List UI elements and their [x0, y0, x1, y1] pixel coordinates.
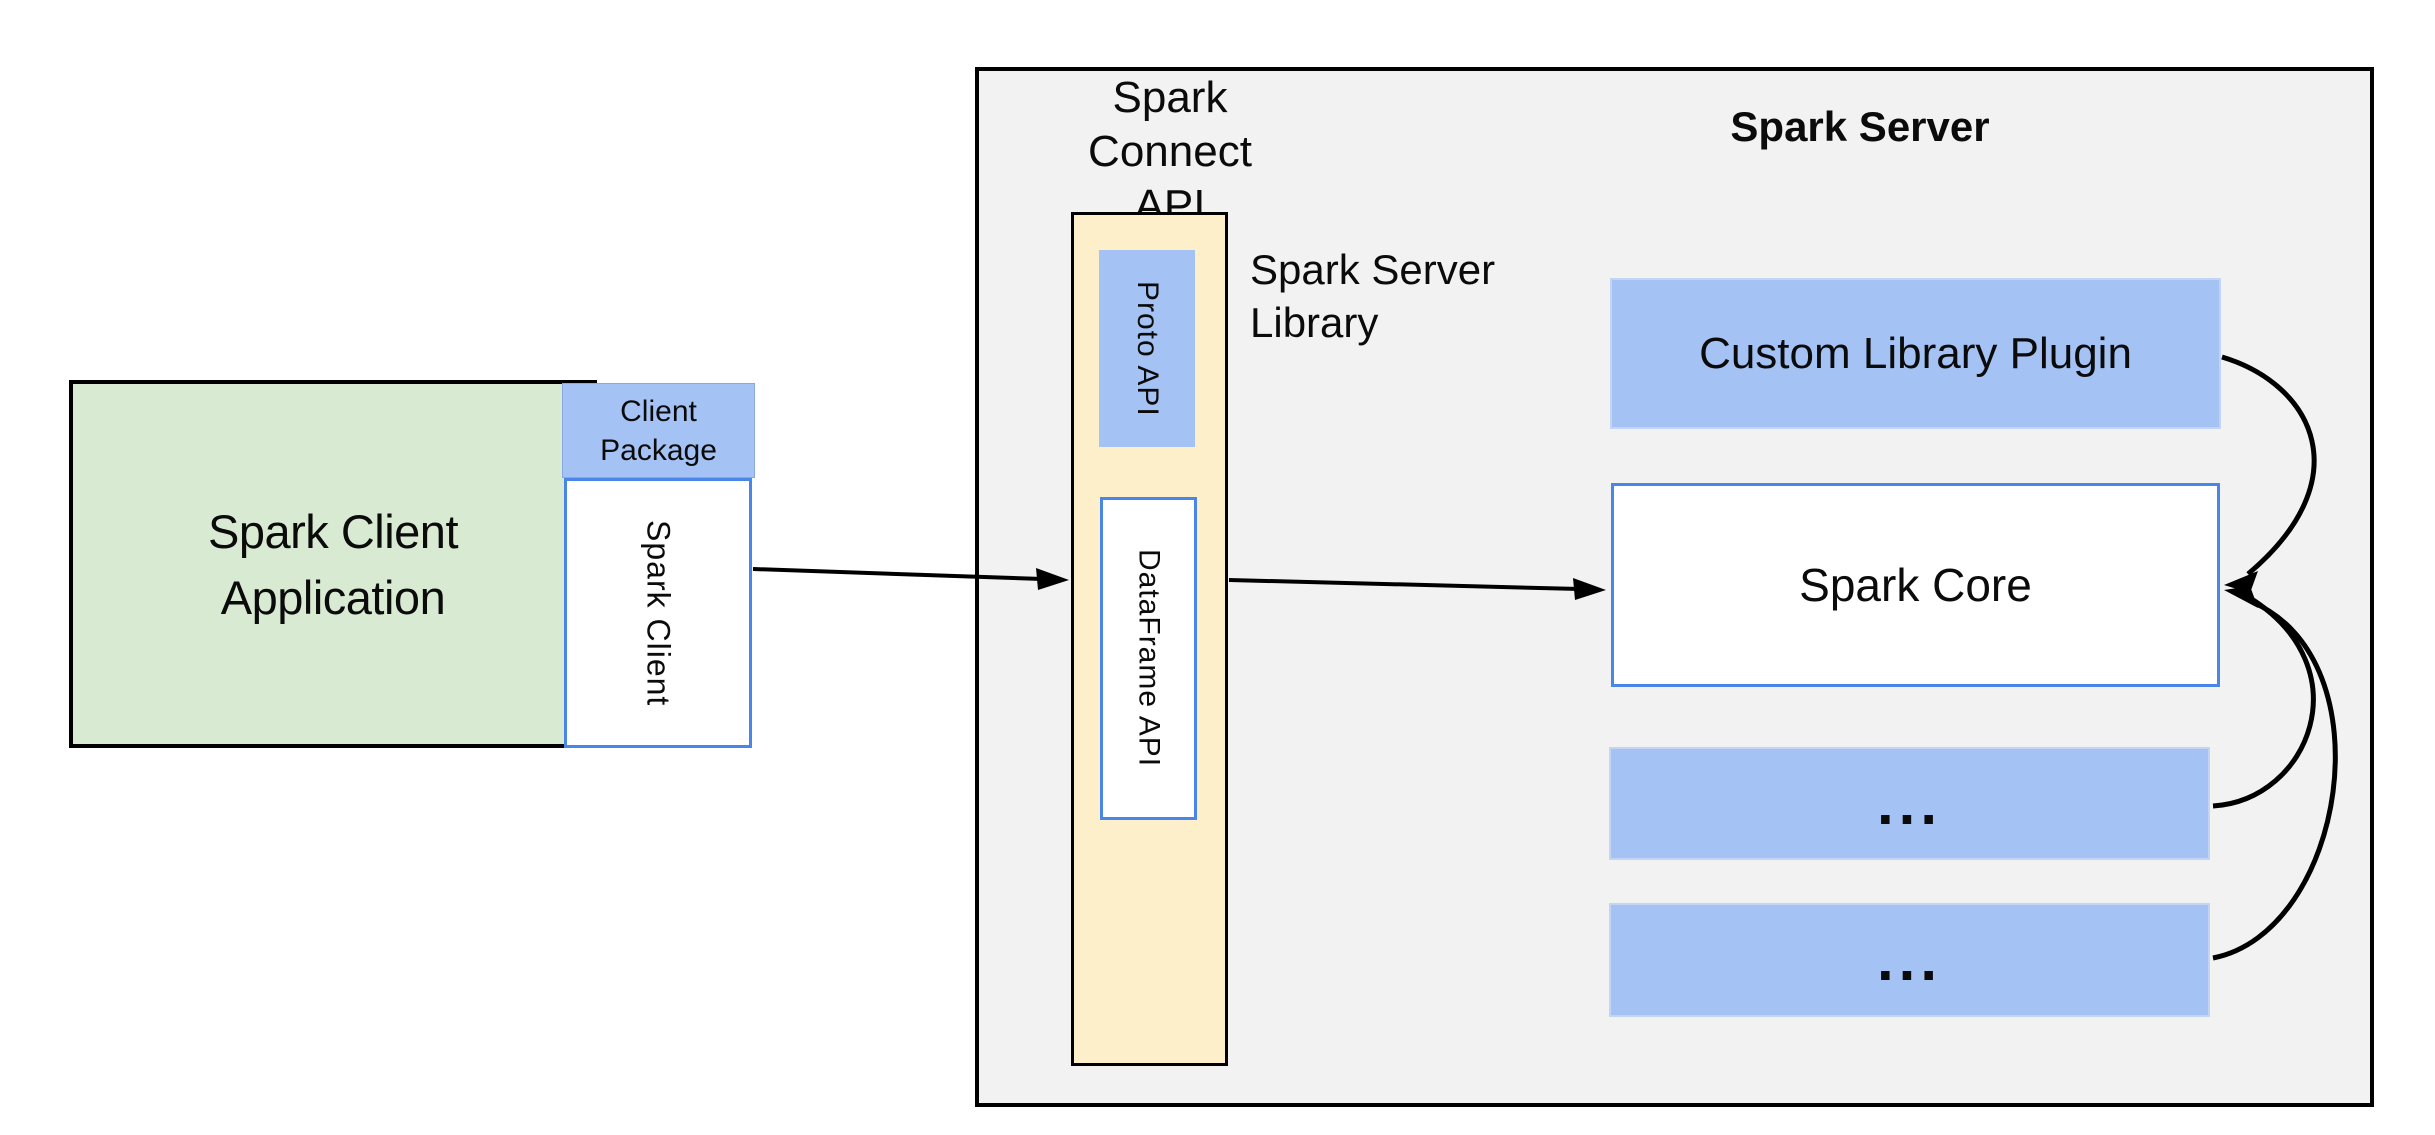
ellipsis-box-2: ...: [1609, 903, 2210, 1017]
spark-client-application-box: [69, 380, 597, 748]
spark-connect-api-label: Spark Connect API: [1088, 73, 1252, 230]
spark-client-application-label: Spark Client Application: [208, 505, 459, 624]
spark-core-box: Spark Core: [1611, 483, 2220, 687]
dataframe-api-label: DataFrame API: [1132, 549, 1166, 768]
ellipsis-label-1: ...: [1876, 769, 1942, 837]
spark-server-library-label: Spark Server Library: [1250, 246, 1496, 346]
custom-library-plugin-box: Custom Library Plugin: [1610, 278, 2221, 429]
proto-api-box: Proto API: [1099, 250, 1195, 447]
spark-client-label: Spark Client: [640, 519, 677, 707]
ellipsis-label-2: ...: [1876, 926, 1942, 993]
spark-client-box: Spark Client: [564, 478, 752, 748]
spark-server-title: Spark Server: [1730, 103, 1990, 150]
proto-api-label: Proto API: [1131, 280, 1164, 417]
client-package-box: Client Package: [562, 383, 755, 478]
ellipsis-box-1: ...: [1609, 747, 2210, 860]
dataframe-api-box: DataFrame API: [1100, 497, 1197, 820]
